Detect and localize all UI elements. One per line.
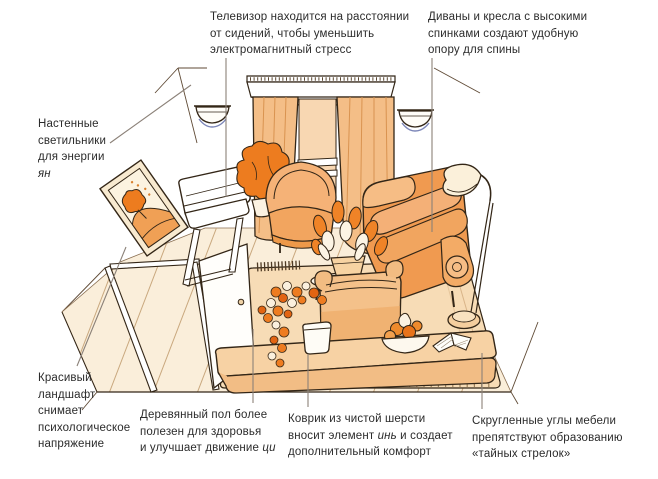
fruit-bowl: [381, 312, 430, 354]
note-line: вносит элемент инь и создает: [288, 429, 453, 442]
note-line: электромагнитный стресс: [210, 44, 352, 56]
note-floor: Деревянный пол более полезен для здоровь…: [140, 407, 276, 457]
note-line: психологическое: [38, 421, 131, 434]
basket-planter: [314, 260, 404, 343]
note-line: снимает: [38, 405, 84, 417]
note-rug: Коврик из чистой шерсти вносит элемент и…: [288, 411, 453, 461]
note-line: дополнительный комфорт: [288, 446, 432, 458]
note-line: Деревянный пол более: [140, 409, 268, 421]
note-line: от сидений, чтобы уменьшить: [210, 27, 375, 40]
note-line: напряжение: [38, 438, 105, 450]
note-line: Диваны и кресла с высокими: [428, 11, 588, 23]
wall-sconce-left: [194, 105, 231, 128]
note-line: «тайных стрелок»: [472, 448, 571, 460]
note-line: полезен для здоровья: [140, 425, 262, 438]
note-sofa: Диваны и кресла с высокими спинками созд…: [428, 9, 587, 59]
note-line: препятствуют образованию: [472, 431, 623, 444]
note-line: опору для спины: [428, 44, 521, 56]
note-sconce: Настенные светильники для энергии ян: [38, 116, 106, 182]
picture-frame-landscape: [99, 159, 189, 257]
note-line: Коврик из чистой шерсти: [288, 413, 426, 425]
tv-on-stand: [178, 166, 251, 287]
note-line: спинками создают удобную: [428, 27, 579, 40]
note-landscape: Красивый ландшафт снимает психологическо…: [38, 370, 130, 453]
leader-landscape: [76, 246, 127, 367]
door-knob: [237, 298, 245, 306]
leader-sconce: [109, 84, 192, 144]
flowering-plant-in-pot: [257, 281, 332, 368]
note-tv: Телевизор находится на расстоянии от сид…: [210, 9, 409, 59]
rug-corner-hatch: [256, 260, 301, 272]
note-corners: Скругленные углы мебели препятствуют обр…: [472, 413, 623, 463]
note-line: и улучшает движение ци: [140, 442, 276, 454]
note-line: ландшафт: [38, 388, 96, 401]
leader-lines: [76, 58, 483, 409]
arc-floor-lamp: [442, 163, 494, 330]
note-line: Скругленные углы мебели: [472, 415, 617, 427]
note-line: Настенные: [38, 118, 99, 130]
note-line: для энергии: [38, 151, 105, 163]
note-line: Красивый: [38, 372, 92, 384]
wall-sconce-right: [397, 109, 434, 132]
note-line: Телевизор находится на расстоянии: [210, 11, 410, 23]
note-line: светильники: [38, 134, 107, 147]
open-book: [432, 332, 472, 353]
note-line: ян: [38, 167, 51, 180]
